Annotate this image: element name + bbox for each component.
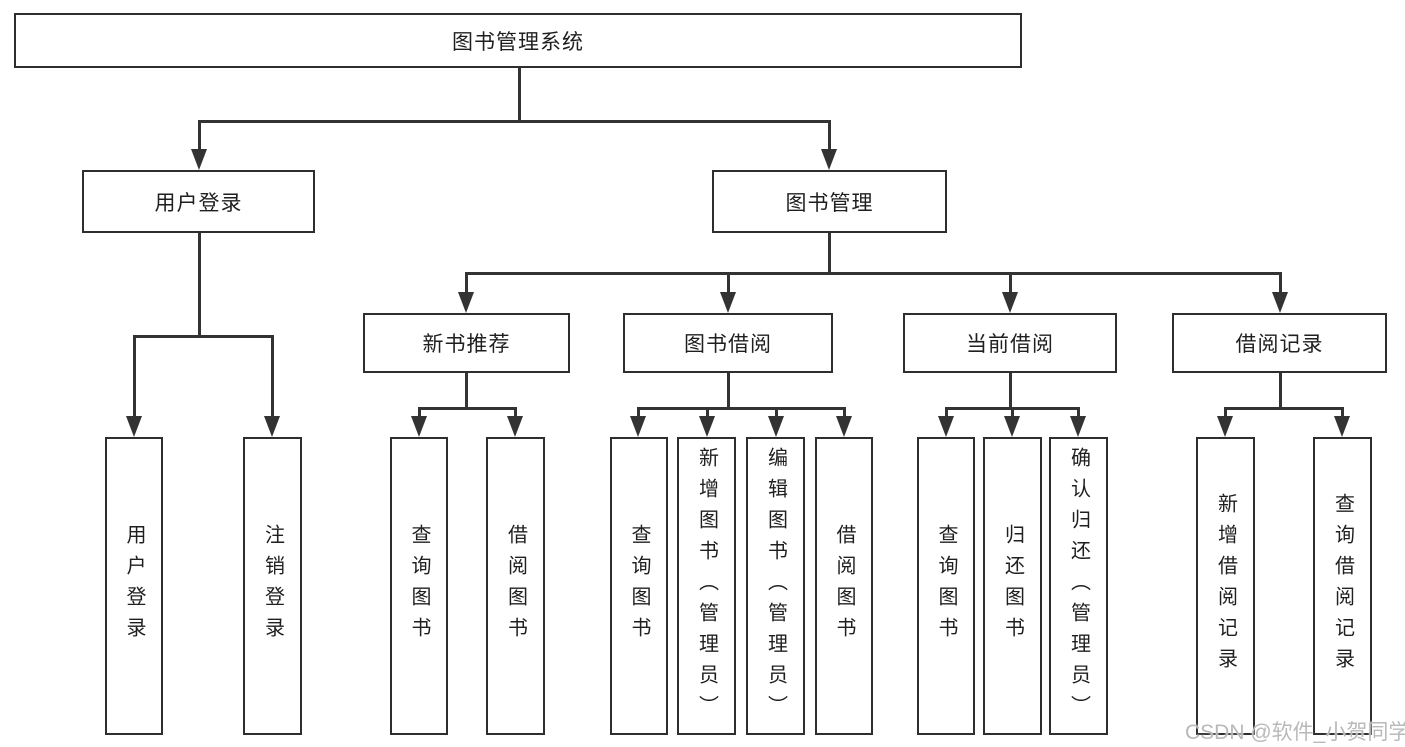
connector-line [774,407,778,418]
node-borrow-books: 借阅图书 [486,437,545,735]
arrowhead-down-icon [699,416,715,437]
connector-line [1340,407,1344,418]
connector-line [517,68,521,123]
connector-line [132,335,136,418]
connector-line [842,407,846,418]
connector-line [1223,407,1344,410]
connector-line [132,335,274,338]
arrowhead-down-icon [1272,292,1288,313]
node-root: 图书管理系统 [14,13,1022,68]
node-book-management: 图书管理 [712,170,947,233]
arrowhead-down-icon [1002,292,1018,313]
arrowhead-down-icon [507,416,523,437]
connector-line [197,120,201,151]
node-current-borrow: 当前借阅 [903,313,1117,373]
connector-line [1278,373,1282,410]
node-confirm-return-admin: 确认归还（管理员） [1049,437,1108,735]
connector-line [1008,272,1012,294]
node-new-book-recommend: 新书推荐 [363,313,570,373]
connector-line [705,407,709,418]
connector-line [944,407,948,418]
arrowhead-down-icon [720,292,736,313]
connector-line [417,407,517,410]
connector-line [417,407,421,418]
arrowhead-down-icon [630,416,646,437]
connector-line [270,335,274,418]
node-query-borrow-record: 查询借阅记录 [1313,437,1372,735]
arrowhead-down-icon [191,149,207,170]
arrowhead-down-icon [1004,416,1020,437]
connector-line [197,120,831,123]
connector-line [1076,407,1080,418]
arrowhead-down-icon [411,416,427,437]
arrowhead-down-icon [1334,416,1350,437]
connector-line [464,272,1282,275]
node-add-borrow-record: 新增借阅记录 [1196,437,1255,735]
connector-line [827,120,831,151]
connector-line [513,407,517,418]
node-query-books: 查询图书 [390,437,448,735]
arrowhead-down-icon [126,416,142,437]
connector-line [1010,407,1014,418]
connector-line [636,407,846,410]
connector-line [1223,407,1227,418]
node-user-login-leaf: 用户登录 [105,437,163,735]
connector-line [726,373,730,410]
arrowhead-down-icon [821,149,837,170]
node-query-books: 查询图书 [610,437,668,735]
arrowhead-down-icon [264,416,280,437]
node-logout: 注销登录 [243,437,302,735]
node-user-login: 用户登录 [82,170,315,233]
node-return-books: 归还图书 [983,437,1042,735]
arrowhead-down-icon [1217,416,1233,437]
arrowhead-down-icon [458,292,474,313]
connector-line [827,233,831,275]
connector-line [1008,373,1012,410]
connector-line [1278,272,1282,294]
node-book-borrow: 图书借阅 [623,313,833,373]
connector-line [464,272,468,294]
node-borrow-records: 借阅记录 [1172,313,1387,373]
connector-line [726,272,730,294]
csdn-watermark: CSDN @软件_小贺同学 [1185,721,1405,744]
arrowhead-down-icon [1070,416,1086,437]
node-query-books: 查询图书 [917,437,975,735]
arrowhead-down-icon [836,416,852,437]
connector-line [636,407,640,418]
node-borrow-books: 借阅图书 [815,437,873,735]
connector-line [464,373,468,410]
arrowhead-down-icon [938,416,954,437]
node-edit-books-admin: 编辑图书（管理员） [746,437,805,735]
arrowhead-down-icon [768,416,784,437]
connector-line [197,233,201,338]
node-add-books-admin: 新增图书（管理员） [677,437,736,735]
